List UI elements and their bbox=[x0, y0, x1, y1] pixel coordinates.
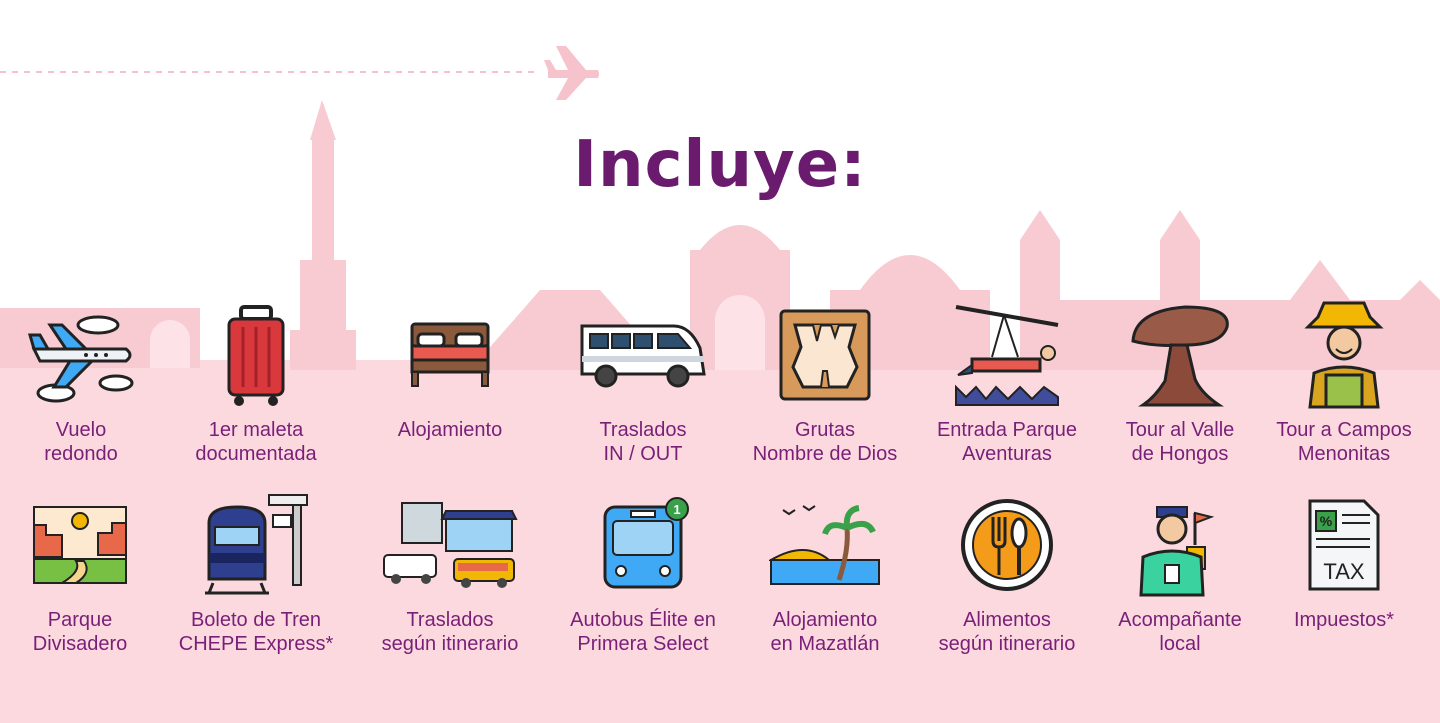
item-label: Tour al Valle de Hongos bbox=[1090, 418, 1270, 466]
farmer-icon bbox=[1254, 300, 1434, 410]
item-label: 1er maleta documentada bbox=[166, 418, 346, 466]
item-label-line2: Menonitas bbox=[1297, 443, 1391, 465]
item-label: Alojamiento en Mazatlán bbox=[735, 608, 915, 656]
zipline-icon bbox=[917, 300, 1097, 410]
cave-icon bbox=[735, 300, 915, 410]
svg-text:TAX: TAX bbox=[1323, 559, 1364, 584]
item-label-line2: documentada bbox=[195, 443, 317, 465]
bus-icon: 1 bbox=[553, 490, 733, 600]
beach-icon bbox=[735, 490, 915, 600]
item-label-line1: Vuelo bbox=[55, 419, 107, 441]
item-label-line2: IN / OUT bbox=[603, 443, 683, 465]
item-label-line2: según itinerario bbox=[938, 633, 1076, 655]
bed-icon bbox=[360, 300, 540, 410]
item-label-line1: Boleto de Tren bbox=[190, 609, 322, 631]
train-icon bbox=[166, 490, 346, 600]
item-label-line1: Traslados bbox=[599, 419, 687, 441]
item-label-line1: Tour a Campos bbox=[1276, 419, 1412, 441]
item-label-line2: Divisadero bbox=[32, 633, 128, 655]
item-label-line1: Grutas bbox=[794, 419, 856, 441]
svg-text:1: 1 bbox=[673, 502, 680, 517]
item-label: Impuestos* bbox=[1254, 608, 1434, 632]
item-label-line1: Alimentos bbox=[963, 609, 1051, 631]
van-icon bbox=[553, 300, 733, 410]
transport-city-icon bbox=[360, 490, 540, 600]
item-label-line1: Entrada Parque bbox=[936, 419, 1078, 441]
item-label: Parque Divisadero bbox=[0, 608, 170, 656]
item-label-line2: Aventuras bbox=[962, 443, 1052, 465]
item-label-line1: Acompañante bbox=[1118, 609, 1242, 631]
airplane-clouds-icon bbox=[0, 300, 171, 410]
item-label: Alimentos según itinerario bbox=[917, 608, 1097, 656]
item-label-line1: Traslados bbox=[406, 609, 494, 631]
plate-cutlery-icon bbox=[917, 490, 1097, 600]
item-label: Autobus Élite en Primera Select bbox=[553, 608, 733, 656]
item-label-line1: Alojamiento bbox=[772, 609, 878, 631]
svg-text:%: % bbox=[1320, 513, 1333, 529]
item-label-line1: Impuestos* bbox=[1293, 609, 1395, 631]
item-label: Traslados IN / OUT bbox=[553, 418, 733, 466]
mushroom-rock-icon bbox=[1090, 300, 1270, 410]
item-label-line2: en Mazatlán bbox=[770, 633, 880, 655]
item-label-line2: según itinerario bbox=[381, 633, 519, 655]
item-label-line2: de Hongos bbox=[1131, 443, 1229, 465]
item-label: Boleto de Tren CHEPE Express* bbox=[166, 608, 346, 656]
item-label-line1: Alojamiento bbox=[397, 419, 503, 441]
item-label-line2: Nombre de Dios bbox=[752, 443, 898, 465]
item-label-line2: CHEPE Express* bbox=[178, 633, 334, 655]
item-label: Acompañante local bbox=[1090, 608, 1270, 656]
item-label-line2: local bbox=[1159, 633, 1201, 655]
item-label-line1: 1er maleta bbox=[208, 419, 304, 441]
item-label-line1: Parque bbox=[47, 609, 113, 631]
page-title: Incluye: bbox=[573, 128, 867, 202]
item-label-line1: Tour al Valle bbox=[1125, 419, 1235, 441]
suitcase-icon bbox=[166, 300, 346, 410]
item-label: Entrada Parque Aventuras bbox=[917, 418, 1097, 466]
item-label-line2: Primera Select bbox=[577, 633, 709, 655]
item-label-line2: redondo bbox=[44, 443, 118, 465]
item-label-line1: Autobus Élite en bbox=[570, 609, 716, 631]
item-label: Traslados según itinerario bbox=[360, 608, 540, 656]
canyon-icon bbox=[0, 490, 170, 600]
item-label: Vuelo redondo bbox=[0, 418, 171, 466]
item-label: Grutas Nombre de Dios bbox=[735, 418, 915, 466]
item-label: Tour a Campos Menonitas bbox=[1254, 418, 1434, 466]
guide-icon: i bbox=[1090, 490, 1270, 600]
tax-document-icon: % TAX bbox=[1254, 490, 1434, 600]
item-label: Alojamiento bbox=[360, 418, 540, 442]
